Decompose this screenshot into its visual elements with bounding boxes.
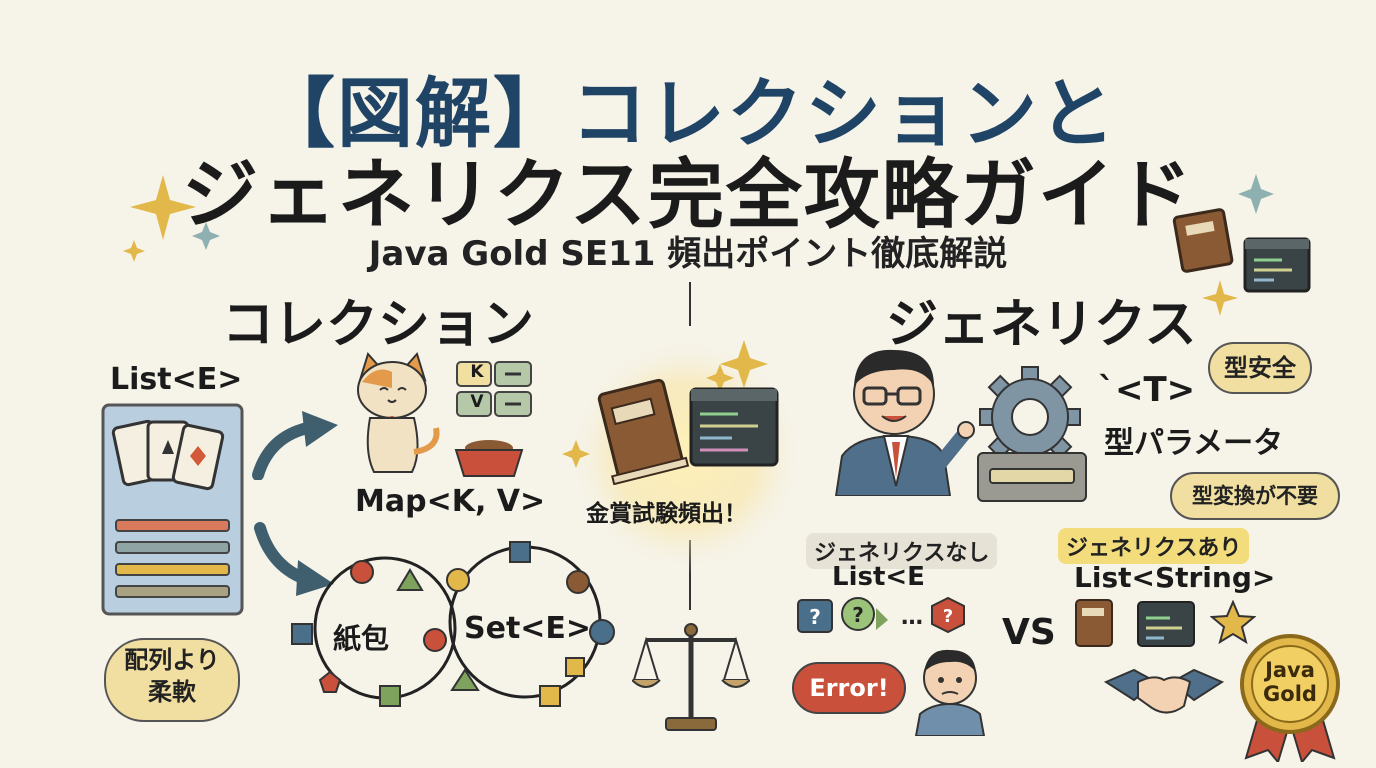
section-divider — [689, 282, 691, 326]
with-generics-code: List<String> — [1074, 561, 1276, 594]
cat-icon — [357, 352, 440, 473]
key-value-icon — [456, 361, 532, 417]
without-generics-code: List<E — [832, 562, 925, 592]
book-icon — [597, 378, 690, 485]
type-param: `<T> — [1098, 370, 1196, 410]
gear-icon — [977, 366, 1087, 502]
page-title-line2: ジェネリクス完全攻略ガイド — [182, 150, 1194, 239]
medal-line: Java — [1265, 658, 1315, 682]
scale-icon — [632, 623, 750, 731]
food-bowl-icon — [454, 440, 524, 477]
sparkle-icon — [1202, 280, 1238, 316]
teacher-illustration — [834, 349, 975, 496]
vs-label: VS — [1002, 612, 1056, 653]
svg-text:?: ? — [943, 606, 953, 627]
terminal-icon — [689, 387, 779, 467]
svg-text:?: ? — [852, 603, 864, 627]
error-bubble: Error! — [792, 662, 906, 714]
collection-heading: コレクション — [222, 295, 535, 355]
page-title-line1: 【図解】コレクションと — [259, 69, 1117, 158]
type-safe-bubble: 型安全 — [1208, 342, 1312, 394]
terminal-icon — [1137, 601, 1195, 647]
bubble-line: 柔軟 — [148, 678, 196, 706]
generics-heading: ジェネリクス — [886, 295, 1197, 355]
exam-label: 金賞試験頻出！ — [586, 501, 747, 527]
medal-label: Java Gold — [1250, 658, 1330, 706]
terminal-icon — [1243, 237, 1311, 293]
medal-icon — [1240, 634, 1340, 762]
list-card-illustration — [101, 403, 244, 616]
handshake-icon — [1104, 668, 1224, 714]
svg-text:?: ? — [809, 605, 821, 629]
with-generics-tag: ジェネリクスあり — [1058, 528, 1250, 564]
flexible-bubble: 配列より 柔軟 — [104, 638, 240, 722]
arrow-to-set — [254, 522, 334, 596]
type-param-label: 型パラメータ — [1104, 426, 1284, 461]
no-cast-bubble: 型変換が不要 — [1170, 472, 1340, 520]
set-rings-illustration — [291, 541, 615, 707]
set-other-label: 紙包 — [333, 622, 390, 655]
map-value-label: V — [470, 392, 484, 412]
sparkle-icon — [1238, 174, 1274, 214]
question-marks-icon: ? ? … ? — [797, 596, 965, 634]
page-subtitle: Java Gold SE11 頻出ポイント徹底解説 — [368, 234, 1008, 274]
book-icon — [1075, 599, 1113, 647]
arrow-to-map — [252, 411, 338, 480]
book-icon — [1172, 208, 1234, 273]
sparkle-icon — [123, 175, 220, 262]
bubble-line: 配列より — [124, 646, 220, 674]
list-label: List<E> — [110, 362, 243, 397]
set-label: Set<E> — [464, 611, 592, 646]
map-label: Map<K, V> — [355, 484, 546, 519]
map-key-label: K — [470, 362, 484, 382]
confused-student-illustration — [914, 649, 986, 736]
section-divider — [689, 540, 691, 610]
medal-line: Gold — [1263, 682, 1317, 706]
without-generics-tag: ジェネリクスなし — [806, 533, 998, 569]
star-icon — [1210, 600, 1256, 644]
svg-text:…: … — [901, 605, 923, 630]
